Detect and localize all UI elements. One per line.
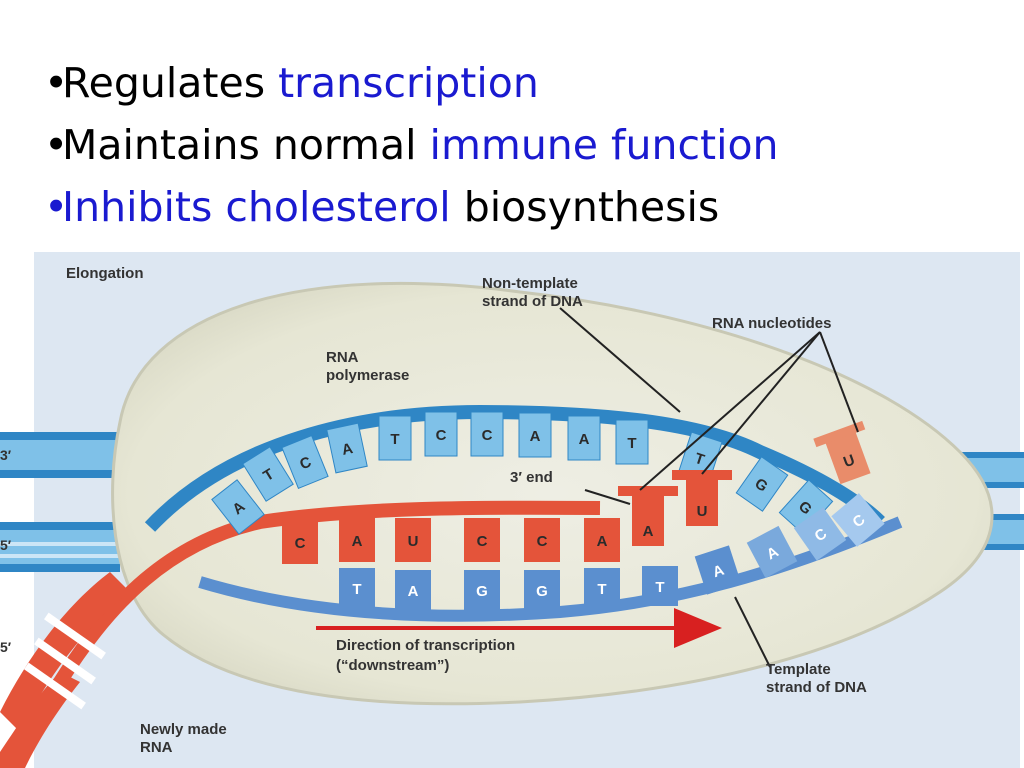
base-label: A — [597, 533, 608, 550]
newly-made-rna-label: RNA — [140, 739, 173, 756]
template-label: Template — [766, 661, 831, 678]
direction-label: (“downstream”) — [336, 657, 449, 674]
bullet-highlight: immune function — [429, 121, 779, 169]
non-template-label: Non-template — [482, 275, 578, 292]
base-label: A — [711, 562, 727, 582]
rna-nucleotides-label: RNA nucleotides — [712, 315, 831, 332]
bullet-highlight: transcription — [278, 59, 539, 107]
incoming-nucleotides: A U U — [618, 420, 871, 546]
diagram-title: Elongation — [66, 265, 144, 282]
base-label: U — [697, 503, 708, 520]
base-label: A — [408, 583, 419, 600]
rna-backbone — [54, 500, 601, 686]
base-label: G — [476, 583, 488, 600]
base-label: T — [655, 579, 664, 596]
base-label: T — [627, 435, 636, 452]
base-label: C — [295, 535, 306, 552]
bullet-item: •Maintains normal immune function — [44, 121, 779, 169]
left-dna-strands — [0, 432, 130, 572]
template-label: strand of DNA — [766, 679, 867, 696]
bullet-text: Maintains normal — [62, 121, 430, 169]
bullet-item: •Inhibits cholesterol biosynthesis — [44, 183, 720, 231]
base-label: A — [579, 431, 590, 448]
bullet-text: biosynthesis — [450, 183, 720, 231]
base-label: A — [643, 523, 654, 540]
base-label: U — [408, 533, 419, 550]
base-label: C — [537, 533, 548, 550]
strand-end-label: 5′ — [0, 639, 12, 655]
direction-label: Direction of transcription — [336, 637, 515, 654]
base-label: A — [530, 428, 541, 445]
transcription-elongation-diagram: A T C A T C C A A T T G G C A U C C A T … — [0, 252, 1024, 768]
bullet-highlight: Inhibits cholesterol — [62, 183, 451, 231]
base-label: T — [597, 581, 606, 598]
exiting-rna — [0, 572, 130, 768]
base-label: C — [436, 427, 447, 444]
leader-lines — [559, 307, 859, 668]
strand-end-label: 3′ — [0, 447, 12, 463]
bullet-list: •Regulates transcription •Maintains norm… — [44, 52, 779, 238]
base-label: C — [477, 533, 488, 550]
bullet-item: •Regulates transcription — [44, 59, 539, 107]
template-bases: T A G G T T A A C C — [339, 493, 885, 610]
base-label: C — [482, 427, 493, 444]
base-label: A — [352, 533, 363, 550]
non-template-bases: A T C A T C C A A T T G G — [211, 411, 834, 535]
strand-end-label: 5′ — [0, 537, 12, 553]
rna-polymerase-label: polymerase — [326, 367, 409, 384]
newly-made-rna-label: Newly made — [140, 721, 227, 738]
bullet-text: Regulates — [62, 59, 279, 107]
base-label: T — [390, 431, 399, 448]
rna-bases: C A U C C A — [282, 518, 620, 564]
rna-polymerase-label: RNA — [326, 349, 359, 366]
base-label: T — [352, 581, 361, 598]
non-template-label: strand of DNA — [482, 293, 583, 310]
base-label: G — [536, 583, 548, 600]
base-label: A — [340, 440, 354, 459]
three-end-label: 3′ end — [510, 469, 553, 486]
